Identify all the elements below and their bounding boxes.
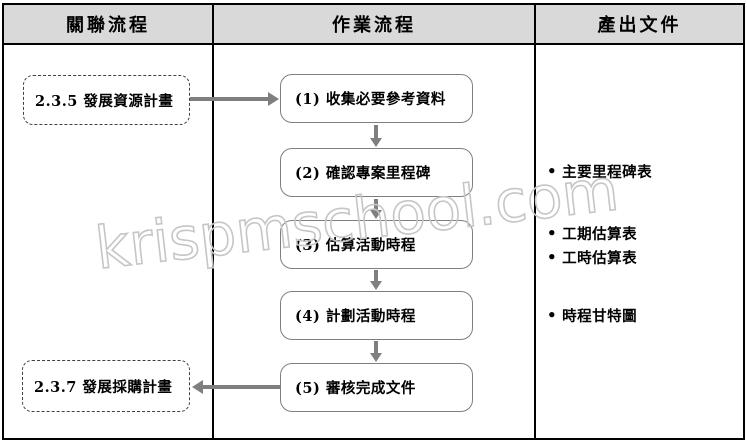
output-label: 主要里程碑表 <box>562 163 653 181</box>
related-process-input-label: 2.3.5 發展資源計畫 <box>35 92 174 110</box>
output-item-milestone-table: • 主要里程碑表 <box>547 161 652 181</box>
bullet-icon: • <box>547 305 558 324</box>
step-box-3: (3) 估算活動時程 <box>280 220 473 269</box>
output-label: 工時估算表 <box>562 249 638 267</box>
step-box-5: (5) 審核完成文件 <box>280 363 473 412</box>
header-work-process: 作業流程 <box>332 15 416 36</box>
output-item-duration-estimate-table: • 工期估算表 <box>547 223 637 243</box>
step-1-label: (1) 收集必要參考資料 <box>295 91 446 108</box>
arrow-step1-to-step2 <box>370 125 382 147</box>
header-row-background <box>4 5 743 43</box>
step-5-label: (5) 審核完成文件 <box>295 380 416 397</box>
header-related-process: 關聯流程 <box>66 15 150 36</box>
step-3-label: (3) 估算活動時程 <box>295 237 416 254</box>
header-output-documents: 產出文件 <box>597 15 682 36</box>
arrow-step5-to-output <box>192 380 280 394</box>
column-divider-1 <box>212 3 214 440</box>
step-box-4: (4) 計劃活動時程 <box>280 291 473 340</box>
related-process-input-box: 2.3.5 發展資源計畫 <box>23 75 190 125</box>
table-outer-border <box>2 3 745 440</box>
related-process-output-label: 2.3.7 發展採購計畫 <box>34 378 173 396</box>
bullet-icon: • <box>547 223 558 242</box>
output-label: 時程甘特圖 <box>562 307 638 325</box>
step-box-2: (2) 確認專案里程碑 <box>280 148 473 197</box>
related-process-output-box: 2.3.7 發展採購計畫 <box>22 360 190 412</box>
column-divider-2 <box>534 3 536 440</box>
step-box-1: (1) 收集必要參考資料 <box>280 74 473 123</box>
arrow-step3-to-step4 <box>370 270 382 290</box>
header-divider-line <box>2 43 745 45</box>
arrow-step2-to-step3 <box>370 199 382 219</box>
step-2-label: (2) 確認專案里程碑 <box>295 165 431 182</box>
output-item-gantt-chart: • 時程甘特圖 <box>547 305 637 325</box>
bullet-icon: • <box>547 161 558 180</box>
bullet-icon: • <box>547 247 558 266</box>
output-item-workhour-estimate-table: • 工時估算表 <box>547 247 637 267</box>
step-4-label: (4) 計劃活動時程 <box>295 308 416 325</box>
output-label: 工期估算表 <box>562 225 638 243</box>
arrow-input-to-step1 <box>190 92 279 106</box>
arrow-step4-to-step5 <box>370 341 382 362</box>
